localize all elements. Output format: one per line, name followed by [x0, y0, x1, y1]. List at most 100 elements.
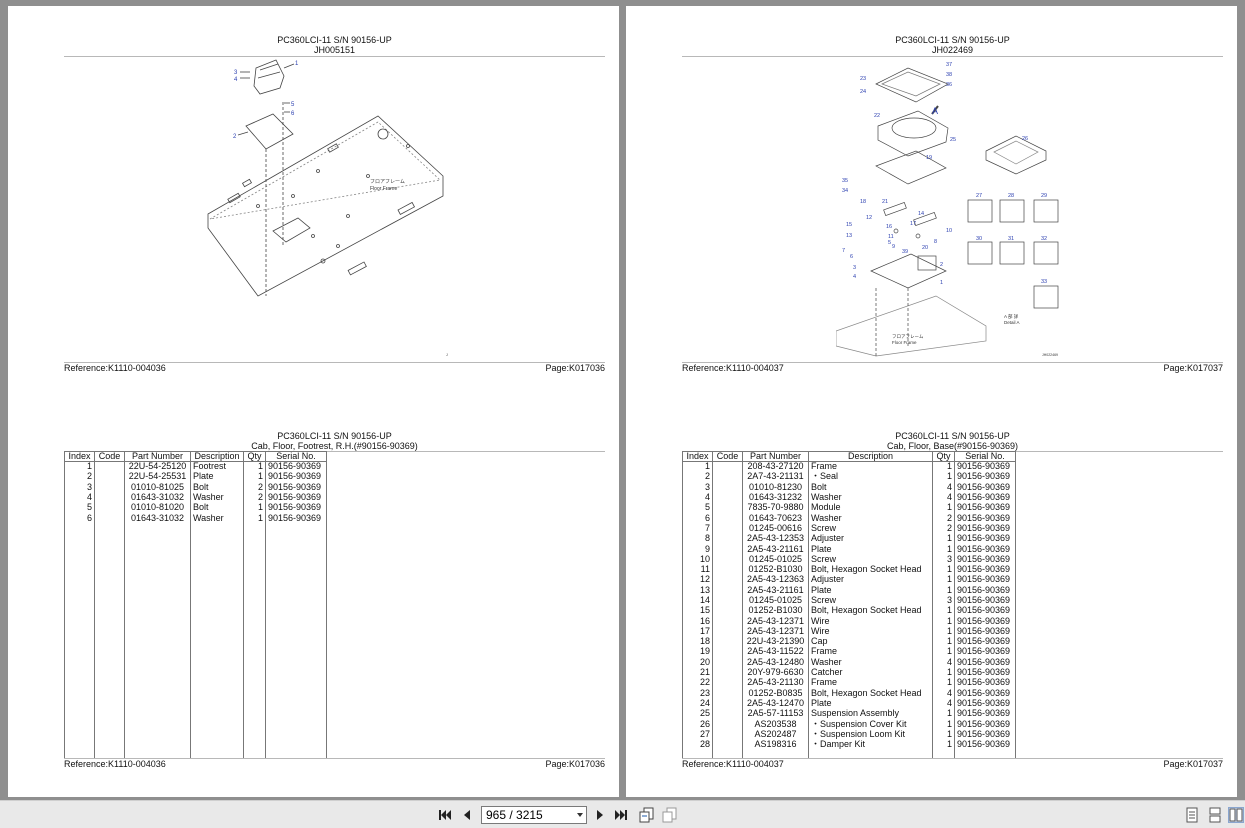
callout-25: 25 — [950, 137, 956, 143]
description-cell: Washer — [808, 512, 933, 524]
page-number-input[interactable]: 965 / 3215 — [481, 806, 587, 824]
index-cell: 20 — [682, 657, 713, 668]
callout-16: 16 — [886, 224, 892, 230]
column-header: Qty — [243, 451, 266, 462]
serial-cell: 90156-90369 — [954, 677, 1016, 689]
serial-cell: 90156-90369 — [954, 615, 1016, 627]
description-cell: ・Damper Kit — [808, 739, 933, 750]
qty-cell: 4 — [932, 657, 955, 668]
index-cell: 24 — [682, 698, 713, 709]
page-footer: Reference:K1110-004037 Page:K017037 — [682, 363, 1223, 373]
code-cell — [712, 667, 743, 678]
qty-cell: 1 — [932, 471, 955, 483]
part-number-cell: 2A5-57-11153 — [742, 708, 809, 719]
drawing-id: JH022469 — [1042, 353, 1058, 357]
description-cell: ・Seal — [808, 471, 933, 483]
prev-page-icon[interactable] — [459, 807, 475, 823]
column-header: Description — [190, 451, 244, 462]
qty-cell: 1 — [243, 512, 266, 524]
serial-cell: 90156-90369 — [954, 626, 1016, 637]
serial-cell: 90156-90369 — [954, 729, 1016, 740]
index-cell: 3 — [682, 482, 713, 493]
part-number-cell: AS203538 — [742, 718, 809, 730]
qty-cell: 1 — [932, 461, 955, 472]
callout-22: 22 — [874, 113, 880, 119]
qty-cell: 3 — [932, 595, 955, 606]
part-number-cell: AS198316 — [742, 739, 809, 750]
header-rule — [682, 56, 1223, 57]
viewer-toolbar: 965 / 3215 — [0, 800, 1245, 828]
empty-cell — [94, 523, 125, 760]
exploded-parts-drawing: 1 2 3 4 5 6 7 8 9 10 11 12 13 14 15 16 1… — [836, 62, 1059, 357]
part-number-cell: 22U-54-25120 — [124, 461, 191, 472]
callout-34: 34 — [842, 188, 848, 194]
empty-cell — [64, 523, 95, 760]
index-cell: 7 — [682, 523, 713, 534]
pdf-page-right: PC360LCI-11 S/N 90156-UP JH022469 — [626, 6, 1237, 797]
table-filler-row — [64, 523, 327, 760]
serial-cell: 90156-90369 — [954, 471, 1016, 483]
serial-cell: 90156-90369 — [954, 533, 1016, 544]
code-cell — [712, 492, 743, 503]
column-header: Serial No. — [954, 451, 1016, 462]
fit-page-icon[interactable] — [639, 807, 655, 823]
code-cell — [94, 502, 125, 513]
qty-cell: 1 — [932, 502, 955, 513]
continuous-view-icon[interactable] — [1207, 807, 1223, 823]
next-page-icon[interactable] — [592, 807, 608, 823]
callout-17: 17 — [910, 221, 916, 227]
callout-23: 23 — [860, 76, 866, 82]
description-cell: Plate — [808, 543, 933, 555]
qty-cell: 1 — [932, 626, 955, 637]
qty-cell: 1 — [932, 543, 955, 555]
two-page-view-icon[interactable] — [1228, 807, 1244, 823]
part-number-cell: 2A5-43-21161 — [742, 585, 809, 596]
code-cell — [94, 512, 125, 524]
serial-cell: 90156-90369 — [954, 461, 1016, 472]
part-number-cell: 01245-01025 — [742, 554, 809, 565]
index-cell: 21 — [682, 667, 713, 678]
fit-width-icon[interactable] — [662, 807, 678, 823]
part-number-cell: 7835-70-9880 — [742, 502, 809, 513]
part-number-cell: 2A5-43-12480 — [742, 657, 809, 668]
callout-5: 5 — [291, 102, 295, 108]
callout-4: 4 — [853, 274, 856, 280]
first-page-icon[interactable] — [437, 807, 453, 823]
qty-cell: 1 — [243, 461, 266, 472]
part-number-cell: 01252-B1030 — [742, 605, 809, 616]
code-cell — [94, 482, 125, 493]
footer-rule — [64, 758, 605, 759]
part-number-cell: 2A5-43-12470 — [742, 698, 809, 709]
page-title: PC360LCI-11 S/N 90156-UP — [277, 35, 392, 45]
callout-2: 2 — [940, 262, 943, 268]
last-page-icon[interactable] — [613, 807, 629, 823]
empty-cell — [124, 523, 191, 760]
floor-label-en: Floor Frame — [370, 186, 397, 192]
assembly-title: Cab, Floor, Footrest, R.H.(#90156-90369) — [251, 441, 418, 451]
callout-12: 12 — [866, 215, 872, 221]
index-cell: 10 — [682, 554, 713, 565]
serial-cell: 90156-90369 — [265, 471, 327, 483]
chevron-down-icon[interactable] — [577, 813, 583, 817]
part-number-cell: 20Y-979-6630 — [742, 667, 809, 678]
qty-cell: 1 — [932, 574, 955, 586]
single-page-view-icon[interactable] — [1184, 807, 1200, 823]
code-cell — [712, 564, 743, 575]
code-cell — [712, 718, 743, 730]
serial-cell: 90156-90369 — [954, 554, 1016, 565]
part-number-cell: 2A5-43-12363 — [742, 574, 809, 586]
